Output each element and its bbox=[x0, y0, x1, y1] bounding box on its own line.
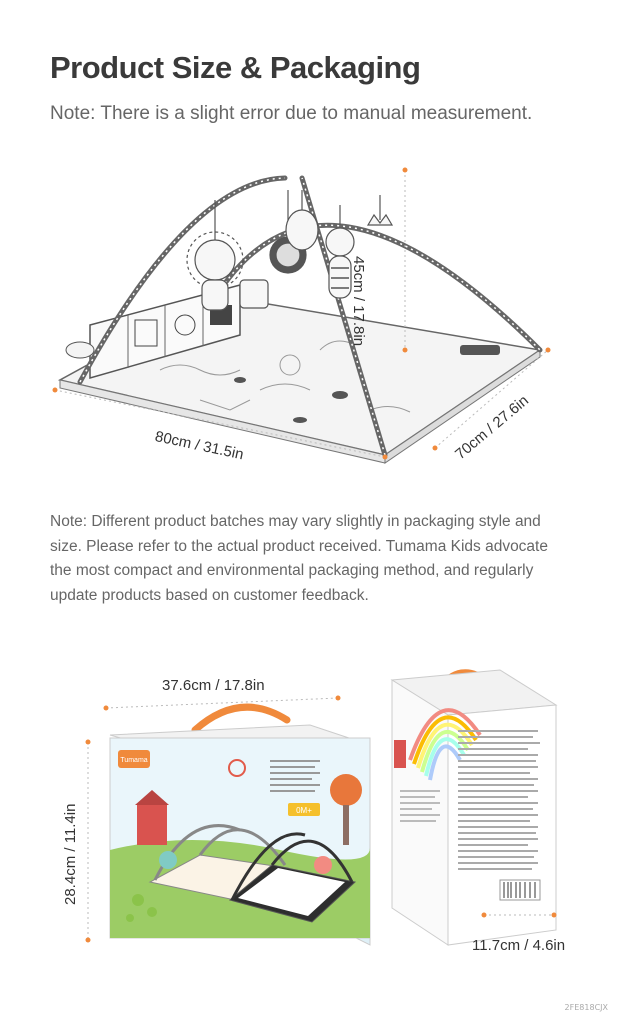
brand-logo-text: Tumama bbox=[120, 757, 147, 764]
image-code: 2FE818CJX bbox=[564, 1003, 608, 1012]
playmat-illustration bbox=[52, 167, 551, 464]
age-badge bbox=[288, 803, 320, 816]
page-title: Product Size & Packaging bbox=[50, 50, 421, 85]
hanging-toys bbox=[186, 190, 394, 311]
dim-dot bbox=[545, 347, 551, 353]
dim-dot bbox=[52, 387, 58, 393]
length-dimension-line bbox=[54, 389, 386, 458]
sun-icon bbox=[228, 759, 246, 777]
box-length-label: 37.6cm / 17.8in bbox=[162, 677, 265, 694]
box-playmat-images bbox=[148, 824, 357, 923]
box-length-dimension-line bbox=[105, 697, 339, 709]
box-end-face bbox=[447, 704, 557, 946]
box-front-illustration: 0M+ Tumama bbox=[85, 695, 371, 946]
box-depth-label: 11.7cm / 4.6in bbox=[472, 937, 566, 954]
brand-logo bbox=[118, 750, 150, 768]
measurement-note: Note: There is a slight error due to man… bbox=[50, 103, 533, 124]
dim-dot bbox=[382, 454, 388, 460]
packaging-note: Note: Different product batches may vary… bbox=[50, 513, 548, 604]
age-badge-text: 0M+ bbox=[296, 806, 312, 815]
barn-icon bbox=[135, 790, 169, 845]
playmat-height-label: 45cm / 17.8in bbox=[350, 256, 367, 347]
dim-dot bbox=[402, 167, 408, 173]
box-height-label: 28.4cm / 11.4in bbox=[62, 803, 79, 905]
soft-book-panel bbox=[65, 284, 241, 379]
box-side-illustration bbox=[390, 669, 558, 946]
dim-dot bbox=[402, 347, 408, 353]
dim-dot bbox=[432, 445, 438, 451]
box-handle bbox=[191, 703, 291, 734]
